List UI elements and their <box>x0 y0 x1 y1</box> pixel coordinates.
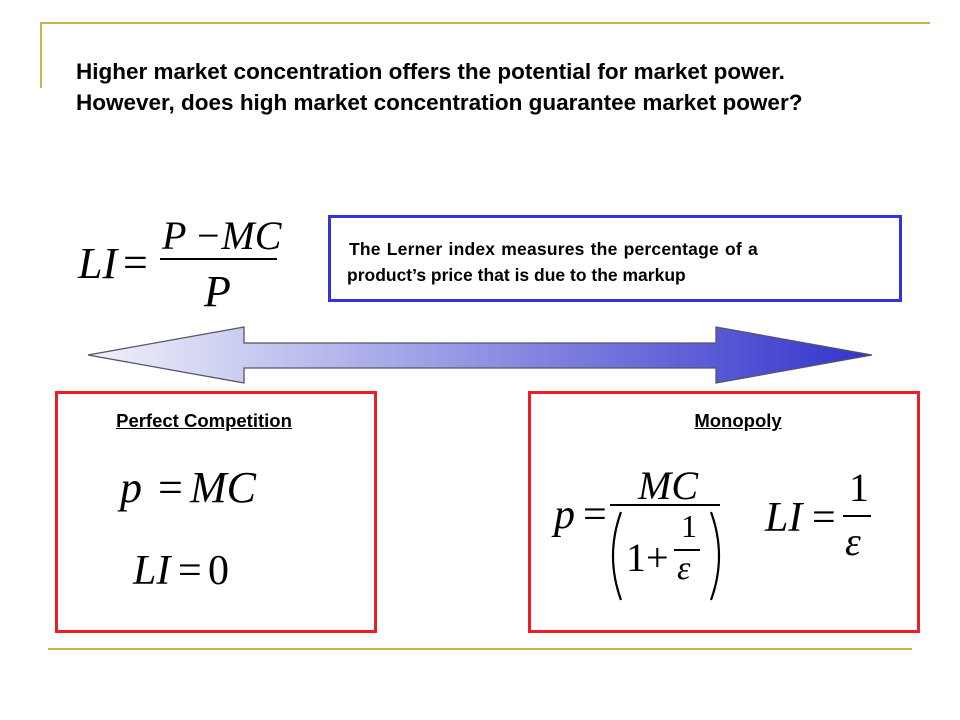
spectrum-double-arrow <box>87 326 873 384</box>
monopoly-title: Monopoly <box>694 410 782 431</box>
monopoly-price-plus: + <box>646 535 669 580</box>
monopoly-lerner-lhs: LI <box>765 495 803 541</box>
lerner-index-note: The Lerner index measures the percentage… <box>328 215 902 302</box>
pc-lerner-lhs: LI <box>133 548 171 594</box>
monopoly-lerner-numerator: 1 <box>849 465 869 510</box>
formula-equals: = <box>123 238 148 287</box>
monopoly-price-inner-numerator: 1 <box>681 508 697 544</box>
decor-top-line <box>40 22 930 24</box>
monopoly-price-lhs: p <box>554 492 575 538</box>
decor-left-bar <box>40 22 42 88</box>
formula-denominator: P <box>204 267 231 316</box>
pc-price-lhs: p <box>120 463 142 512</box>
pc-price-rhs: MC <box>190 463 256 512</box>
formula-lhs: LI <box>78 239 118 288</box>
pc-price-equals: = <box>158 463 183 512</box>
monopoly-lerner-equals: = <box>812 495 836 541</box>
perfect-competition-box: Perfect Competition <box>55 391 377 633</box>
monopoly-lerner-denominator: ε <box>845 519 861 564</box>
monopoly-price-inner-denominator: ε <box>677 550 691 587</box>
monopoly-price-fraction-bar <box>610 504 720 506</box>
pc-lerner-rhs: 0 <box>208 548 229 594</box>
lerner-note-line-2: product’s price that is due to the marku… <box>347 265 686 285</box>
monopoly-price-inner-fraction-bar <box>674 549 700 551</box>
monopoly-box: Monopoly <box>528 391 920 633</box>
formula-numerator: P −MC <box>162 213 282 258</box>
monopoly-lerner-fraction-bar <box>843 515 871 517</box>
monopoly-price-parentheses <box>611 511 721 601</box>
slide-title: Higher market concentration offers the p… <box>76 59 803 115</box>
monopoly-price-numerator: MC <box>638 463 698 508</box>
decor-bottom-line <box>48 648 912 650</box>
lerner-index-note-text: The Lerner index measures the percentage… <box>347 236 892 288</box>
monopoly-price-one: 1 <box>626 535 646 580</box>
monopoly-price-equals: = <box>583 492 607 538</box>
pc-lerner-equals: = <box>178 548 202 594</box>
spectrum-arrow-shape <box>87 326 873 384</box>
perfect-competition-title: Perfect Competition <box>116 410 292 431</box>
formula-fraction-bar <box>160 258 277 260</box>
lerner-note-line-1: The Lerner index measures the percentage… <box>349 239 758 259</box>
